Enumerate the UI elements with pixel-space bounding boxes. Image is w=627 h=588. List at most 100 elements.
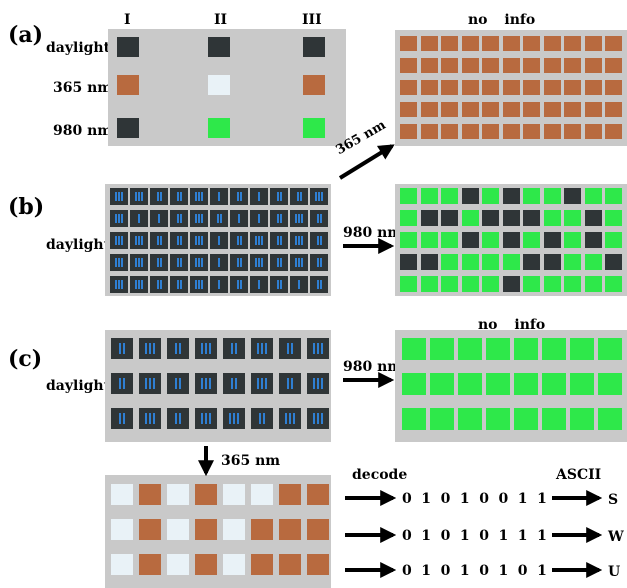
- daylight-cell-III: [195, 338, 217, 359]
- blue-stripe: [119, 378, 121, 389]
- arrow-label-980nm-b: 980 nm: [343, 225, 403, 241]
- blue-stripe: [179, 343, 181, 354]
- dark-cell: [523, 254, 540, 270]
- daylight-cell-III: [190, 254, 208, 271]
- blue-stripe: [237, 258, 239, 267]
- blue-stripe: [175, 343, 177, 354]
- daylight-cell-II: [170, 188, 188, 205]
- blue-stripe: [121, 214, 123, 223]
- brown-cell: [523, 58, 540, 73]
- blue-stripe: [298, 280, 300, 289]
- brown-cell: [605, 58, 622, 73]
- brown-cell: [605, 124, 622, 139]
- daylight-cell-II: [270, 210, 288, 227]
- sample-tile: [208, 37, 230, 57]
- blue-stripe: [217, 214, 219, 223]
- daylight-cell-II: [111, 338, 133, 359]
- green-cell: [543, 188, 561, 204]
- blue-stripe: [121, 280, 123, 289]
- daylight-cell-I: [210, 232, 228, 249]
- blue-stripe: [265, 378, 267, 389]
- blue-stripe: [218, 258, 220, 267]
- panel-c-label: (c): [8, 346, 43, 372]
- blue-stripe: [149, 343, 151, 354]
- daylight-cell-II: [111, 408, 133, 429]
- bit-digit: 0: [402, 563, 412, 579]
- blue-stripe: [301, 236, 303, 245]
- blue-stripe: [298, 214, 300, 223]
- brown-cell: [564, 58, 581, 73]
- blue-stripe: [293, 413, 295, 424]
- daylight-cell-III: [130, 276, 148, 293]
- dark-cell: [482, 210, 499, 226]
- daylight-cell-III: [223, 408, 245, 429]
- blue-stripe: [287, 378, 289, 389]
- brown-cell: [420, 80, 438, 95]
- white-cell: [223, 484, 245, 505]
- green-cell: [461, 254, 479, 270]
- blue-stripe: [300, 192, 302, 201]
- brown-cell: [482, 58, 499, 73]
- brown-cell: [461, 58, 479, 73]
- blue-stripe: [180, 192, 182, 201]
- green-cell: [570, 338, 594, 360]
- white-cell: [167, 484, 189, 505]
- blue-stripe: [287, 343, 289, 354]
- blue-stripe: [315, 192, 317, 201]
- blue-stripe: [280, 214, 282, 223]
- green-cell: [482, 188, 499, 204]
- blue-stripe: [277, 214, 279, 223]
- blue-stripe: [321, 413, 323, 424]
- sample-tile: [208, 118, 230, 138]
- daylight-cell-III: [139, 338, 161, 359]
- daylight-label-c: daylight: [46, 378, 111, 394]
- blue-stripe: [295, 236, 297, 245]
- sample-tile: [117, 37, 139, 57]
- blue-stripe: [317, 236, 319, 245]
- dark-cell: [420, 254, 438, 270]
- daylight-cell-III: [195, 373, 217, 394]
- ascii-char: S: [608, 492, 619, 508]
- blue-stripe: [313, 413, 315, 424]
- blue-stripe: [320, 280, 322, 289]
- brown-cell: [543, 102, 561, 117]
- daylight-cell-III: [251, 338, 273, 359]
- blue-stripe: [255, 258, 257, 267]
- daylight-cell-II: [223, 373, 245, 394]
- daylight-cell-II: [310, 210, 328, 227]
- blue-stripe: [218, 192, 220, 201]
- blue-stripe: [201, 236, 203, 245]
- green-cell: [502, 254, 520, 270]
- daylight-cell-III: [110, 210, 128, 227]
- blue-stripe: [177, 236, 179, 245]
- brown-cell: [564, 124, 581, 139]
- green-cell: [441, 276, 458, 292]
- daylight-cell-II: [150, 276, 168, 293]
- sample-tile: [303, 118, 325, 138]
- daylight-cell-I: [210, 254, 228, 271]
- green-cell: [420, 232, 438, 248]
- green-cell: [402, 408, 426, 430]
- green-cell: [400, 276, 417, 292]
- brown-cell: [441, 80, 458, 95]
- green-cell: [420, 188, 438, 204]
- green-cell: [570, 408, 594, 430]
- blue-stripe: [153, 378, 155, 389]
- daylight-cell-II: [170, 232, 188, 249]
- blue-stripe: [180, 280, 182, 289]
- brown-cell: [564, 36, 581, 51]
- blue-stripe: [201, 192, 203, 201]
- bit-digit: 0: [440, 563, 451, 579]
- green-cell: [486, 408, 510, 430]
- blue-stripe: [201, 258, 203, 267]
- green-cell: [458, 338, 482, 360]
- blue-stripe: [321, 378, 323, 389]
- green-cell: [564, 232, 581, 248]
- green-cell: [543, 276, 561, 292]
- blue-stripe: [261, 378, 263, 389]
- green-cell: [584, 276, 602, 292]
- blue-stripe: [158, 214, 160, 223]
- brown-cell: [400, 36, 417, 51]
- blue-stripe: [289, 413, 291, 424]
- brown-cell: [279, 519, 301, 540]
